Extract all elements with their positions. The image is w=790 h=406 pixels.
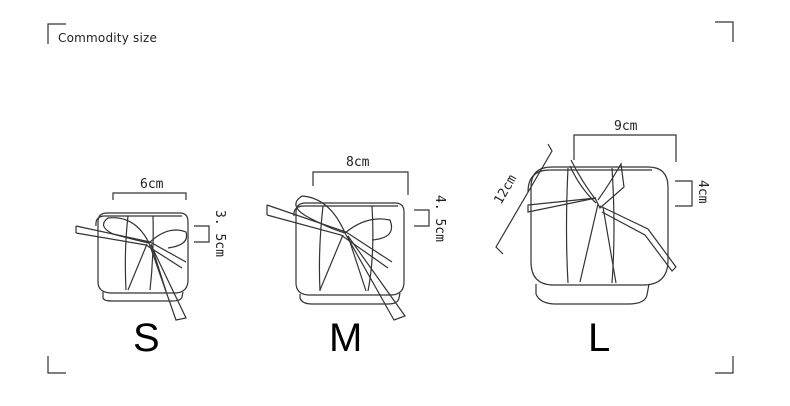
- corner-top-left: [47, 23, 66, 44]
- dim-line-m-height: [414, 209, 430, 227]
- dim-line-m-width: [312, 171, 409, 195]
- label-l-height: 4cm: [695, 180, 710, 204]
- dim-line-l-height: [675, 180, 693, 207]
- dim-line-s-height: [194, 225, 210, 243]
- corner-bottom-left: [47, 356, 66, 374]
- box-l-illustration: [527, 159, 677, 305]
- size-label-m: M: [329, 316, 363, 360]
- dim-line-s-width: [112, 192, 187, 200]
- label-s-height: 3. 5cm: [212, 210, 227, 257]
- label-l-width: 9cm: [614, 119, 638, 134]
- label-m-width: 8cm: [346, 155, 370, 170]
- label-s-width: 6cm: [140, 177, 164, 192]
- box-s-illustration: [75, 212, 189, 321]
- size-label-s: S: [133, 316, 160, 360]
- page-title: Commodity size: [58, 31, 158, 45]
- corner-top-right: [715, 21, 734, 42]
- label-l-depth: 12cm: [491, 172, 520, 207]
- dim-line-l-width: [573, 134, 677, 162]
- label-m-height: 4. 5cm: [432, 195, 447, 242]
- dim-line-l-depth: [495, 143, 553, 255]
- box-m-illustration: [266, 195, 406, 321]
- size-label-l: L: [588, 316, 611, 360]
- corner-bottom-right: [715, 356, 734, 374]
